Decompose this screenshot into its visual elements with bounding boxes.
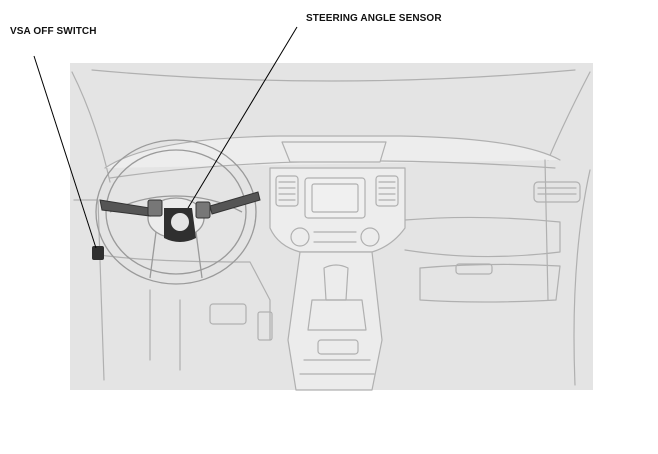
lower-dashboard xyxy=(404,216,561,258)
glovebox-handle xyxy=(455,263,493,275)
vsa-off-switch-label: VSA OFF SWITCH xyxy=(10,26,97,37)
right-a-pillar xyxy=(547,71,591,161)
brake-pedal xyxy=(209,303,247,325)
right-door xyxy=(573,169,591,386)
shift-lever xyxy=(323,264,349,301)
right-side-vent xyxy=(533,181,581,203)
center-console xyxy=(287,251,383,391)
left-climate-knob xyxy=(290,227,310,247)
left-door xyxy=(73,199,105,381)
right-climate-knob xyxy=(360,227,380,247)
windshield-outline xyxy=(91,69,576,82)
left-a-pillar xyxy=(71,71,111,183)
vsa-off-switch xyxy=(92,246,104,260)
steering-angle-sensor-label: STEERING ANGLE SENSOR xyxy=(306,13,442,24)
leader-line-steering-angle-sensor xyxy=(187,26,298,209)
steering-angle-sensor xyxy=(164,208,196,242)
display-screen xyxy=(304,177,366,219)
navigation-hood xyxy=(281,141,387,163)
center-vents xyxy=(275,175,399,207)
leader-line-vsa-off-switch xyxy=(33,55,97,249)
combination-switch-stalks xyxy=(99,191,261,219)
accelerator-pedal xyxy=(257,311,273,341)
